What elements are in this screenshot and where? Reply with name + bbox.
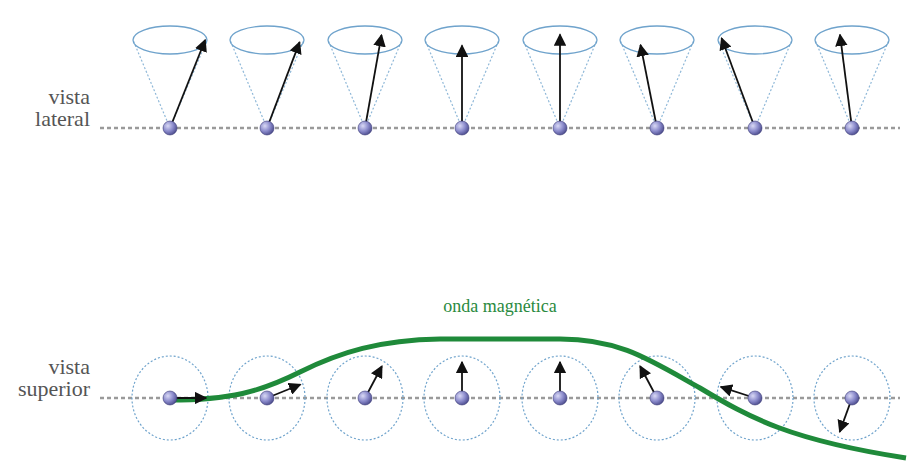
spin-cone — [815, 26, 889, 135]
atom — [358, 391, 372, 405]
atom — [553, 391, 567, 405]
spin-cone — [425, 26, 499, 135]
precession-circle — [522, 356, 598, 440]
chain-axis — [100, 127, 900, 130]
atom — [748, 391, 762, 405]
magnetic-wave-curve — [170, 339, 906, 458]
wave-label: onda magnética — [443, 296, 556, 316]
precession-circle — [619, 356, 695, 440]
atom — [650, 391, 664, 405]
atom — [455, 391, 469, 405]
top-view — [100, 339, 906, 458]
atom — [260, 391, 274, 405]
side-view — [100, 26, 900, 135]
precession-circle — [424, 356, 500, 440]
atom — [163, 391, 177, 405]
precession-circle — [814, 356, 890, 440]
precession-circle — [229, 356, 305, 440]
spin-cone — [620, 26, 694, 135]
spin-cone — [523, 26, 597, 135]
spin-cone — [133, 26, 207, 135]
view-label: vista lateral — [14, 86, 90, 130]
spin-cone — [328, 26, 402, 135]
precession-circle — [132, 356, 208, 440]
atom — [845, 391, 859, 405]
spin-cone — [230, 26, 304, 135]
spin-cone — [718, 26, 792, 135]
view-label: vista superior — [14, 356, 90, 400]
precession-circle — [327, 356, 403, 440]
